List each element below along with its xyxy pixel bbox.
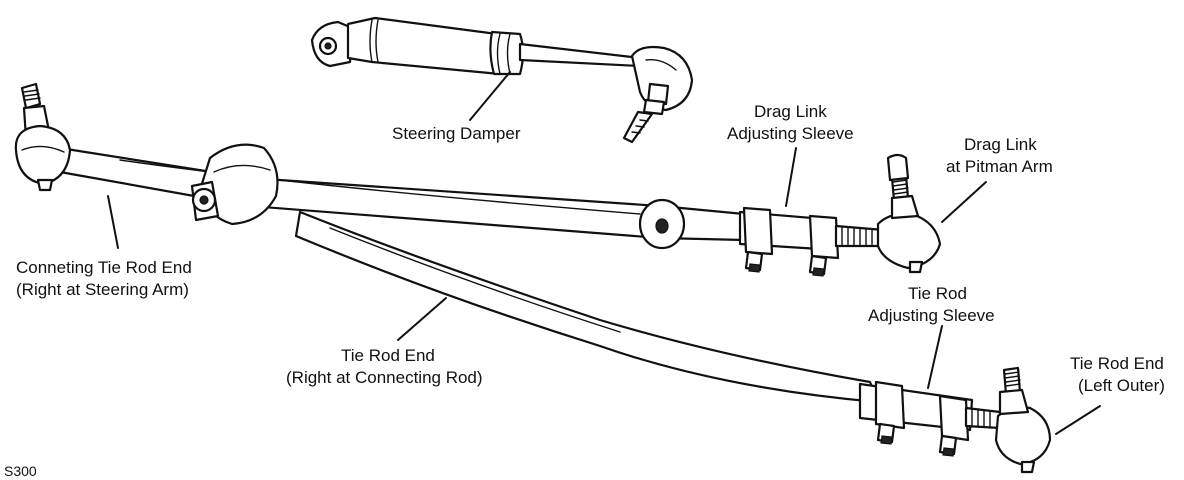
leader-tie-rod-right [397,297,447,341]
label-tie-rod-left-line2: (Left Outer) [1078,376,1165,395]
tie-rod-adjusting-sleeve [858,380,1002,457]
drag-link [58,146,746,250]
leader-tie-rod-left [1055,405,1101,435]
leader-steering-damper [469,71,511,121]
label-tie-rod-right-line1: Tie Rod End [341,346,435,365]
label-connecting-end-line2: (Right at Steering Arm) [16,280,189,299]
leader-tie-rod-sleeve [927,325,943,389]
label-tie-rod-sleeve-line1: Tie Rod [908,284,967,303]
leader-drag-link-pitman [941,181,987,223]
label-drag-link-pitman-line1: Drag Link [964,135,1037,154]
tie-rod-end-left-outer [994,366,1052,474]
connecting-tie-rod-end [14,82,72,192]
label-tie-rod-right-line2: (Right at Connecting Rod) [286,368,483,387]
drag-link-pitman-end [876,153,942,274]
label-drag-link-sleeve-line2: Adjusting Sleeve [727,124,854,143]
steering-damper [310,16,694,144]
label-steering-damper: Steering Damper [392,124,521,143]
label-connecting-end-line1: Conneting Tie Rod End [16,258,192,277]
leader-connecting-end [107,195,119,249]
label-tie-rod-left-line1: Tie Rod End [1070,354,1164,373]
label-tie-rod-sleeve-line2: Adjusting Sleeve [868,306,995,325]
label-drag-link-sleeve-line1: Drag Link [754,102,827,121]
figure-code: S300 [4,463,37,479]
leader-drag-link-sleeve [785,147,797,207]
drag-link-adjusting-sleeve [738,206,886,277]
center-ball-socket [190,143,279,226]
label-drag-link-pitman-line2: at Pitman Arm [946,157,1053,176]
